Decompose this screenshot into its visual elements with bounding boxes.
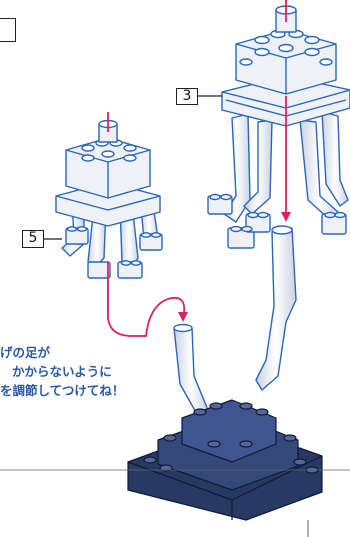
note-line-2: かからないように xyxy=(12,364,112,379)
arrow-left-to-base xyxy=(107,262,186,337)
step-label-5: 5 xyxy=(22,230,44,248)
base-plate xyxy=(127,399,323,521)
assembly-arrows xyxy=(107,0,287,337)
note-line-3: を調節してつけてね！ xyxy=(0,383,125,398)
assembly-note: げの足が かからないように を調節してつけてね！ xyxy=(0,343,210,400)
jellyfish-small xyxy=(55,119,163,279)
note-line-1: げの足が xyxy=(0,345,51,360)
arrowhead-right xyxy=(281,212,291,222)
step-label-3: 3 xyxy=(176,88,198,105)
jellyfish-large-feet xyxy=(207,193,347,249)
arrowhead-left xyxy=(178,312,188,322)
jellyfish-large xyxy=(207,5,350,391)
label-leaders xyxy=(44,95,222,240)
step-label-top-left xyxy=(0,18,16,42)
